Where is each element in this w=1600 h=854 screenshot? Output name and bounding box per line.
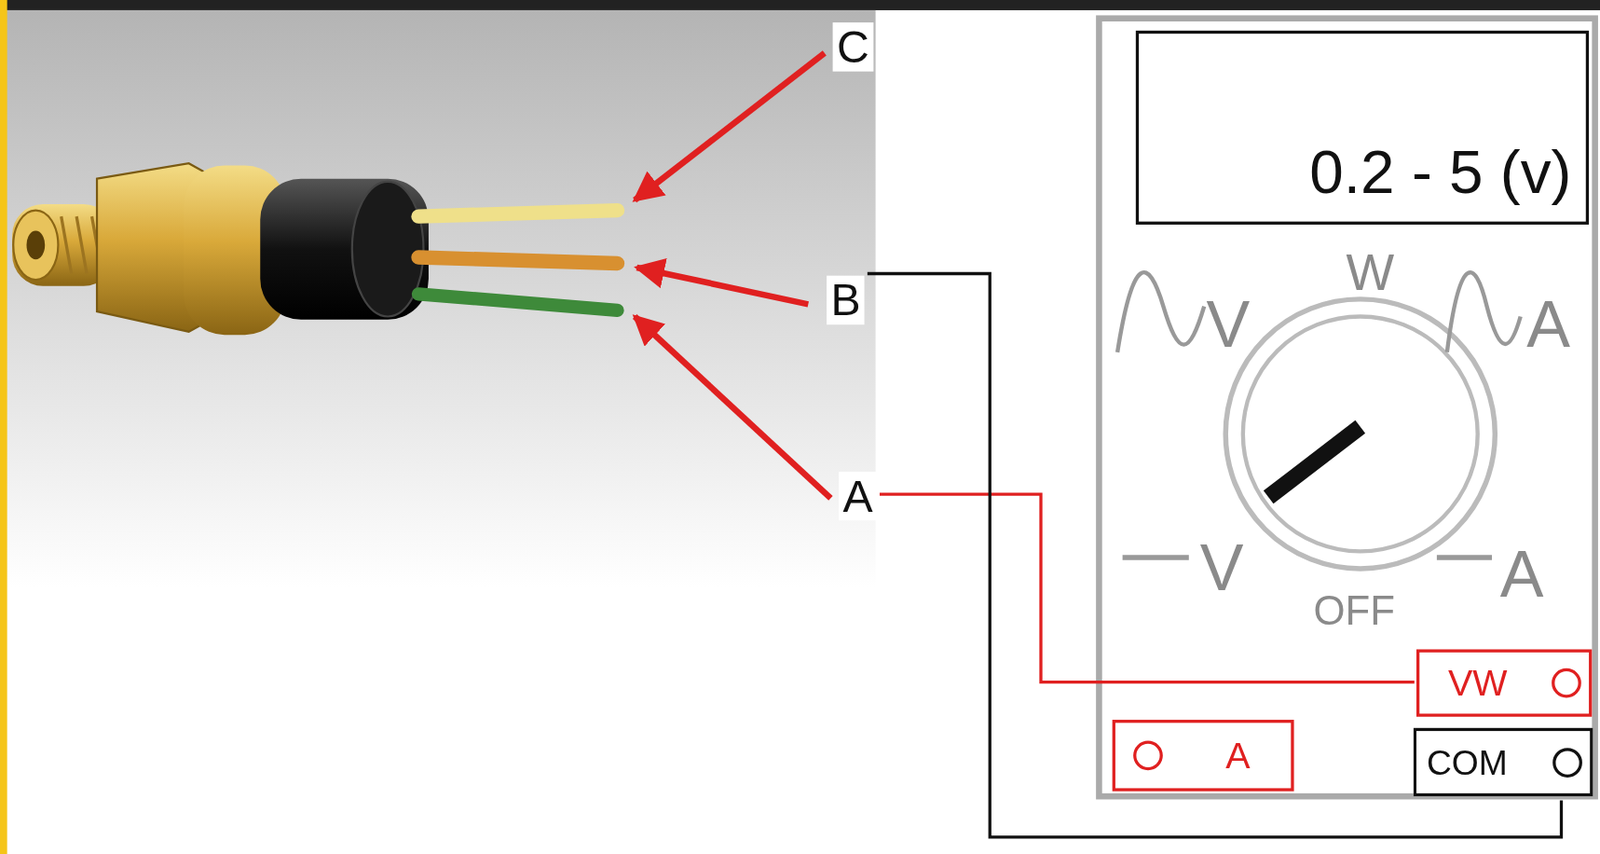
jack-label: COM [1426,744,1508,780]
dial-mark: W [1341,245,1398,301]
callout-letter: C [833,22,875,72]
input-jack: COM [1413,727,1594,796]
jack-socket [1549,666,1583,699]
side-stripe [0,0,8,854]
dial-mark: A [1495,538,1548,608]
reading-value: 0.2 - 5 (v) [1309,141,1572,204]
dial-mark: OFF [1309,588,1399,633]
jack-label: A [1225,737,1250,774]
multimeter [1098,18,1595,796]
jack-socket [1131,738,1164,772]
input-jack: A [1112,719,1295,792]
input-jack: VW [1416,648,1592,716]
dial-mark: V [1202,289,1255,359]
top-bar [0,0,1600,11]
dial-mark: V [1195,533,1248,602]
test-leads [867,273,1562,836]
callout-letter: B [826,275,865,326]
jack-label: VW [1448,664,1508,701]
jack-socket [1551,745,1585,779]
callout-letter: A [838,471,877,521]
display-screen: 0.2 - 5 (v) [1135,30,1589,225]
pressure-sensor [12,163,617,335]
callout-arrows [634,53,831,498]
dial-mark: A [1522,289,1575,359]
photo-ground [6,10,876,588]
